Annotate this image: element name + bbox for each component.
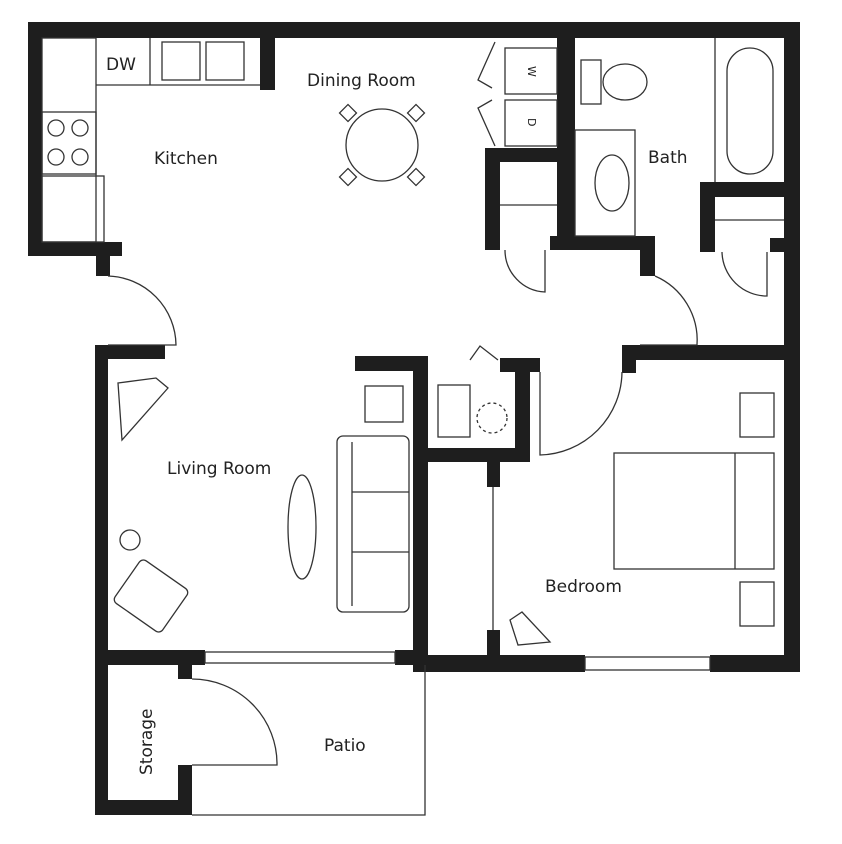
bedroom-furniture	[509, 392, 775, 646]
dryer-label: D	[525, 118, 538, 126]
closets	[500, 204, 784, 297]
dishwasher-label: DW	[106, 55, 136, 75]
dining-table-icon	[338, 103, 426, 187]
doors	[107, 275, 698, 766]
kitchen-fixtures	[41, 37, 260, 243]
living-furniture	[113, 377, 508, 633]
patio-outline	[192, 665, 426, 816]
patio-label: Patio	[324, 736, 366, 756]
washer-label: W	[525, 66, 538, 77]
stove-icon	[41, 111, 97, 175]
walls	[28, 22, 800, 815]
kitchen-label: Kitchen	[154, 149, 218, 169]
bedroom-label: Bedroom	[545, 577, 622, 597]
dining-room-label: Dining Room	[307, 71, 416, 91]
bath-label: Bath	[648, 148, 688, 168]
lamp-icon	[119, 529, 141, 551]
laundry	[477, 41, 558, 147]
storage-label: Storage	[137, 708, 157, 775]
bath-fixtures	[574, 38, 774, 237]
labels: DW Dining Room Kitchen W D Bath Living R…	[106, 55, 688, 775]
living-room-label: Living Room	[167, 459, 271, 479]
windows	[204, 651, 711, 671]
